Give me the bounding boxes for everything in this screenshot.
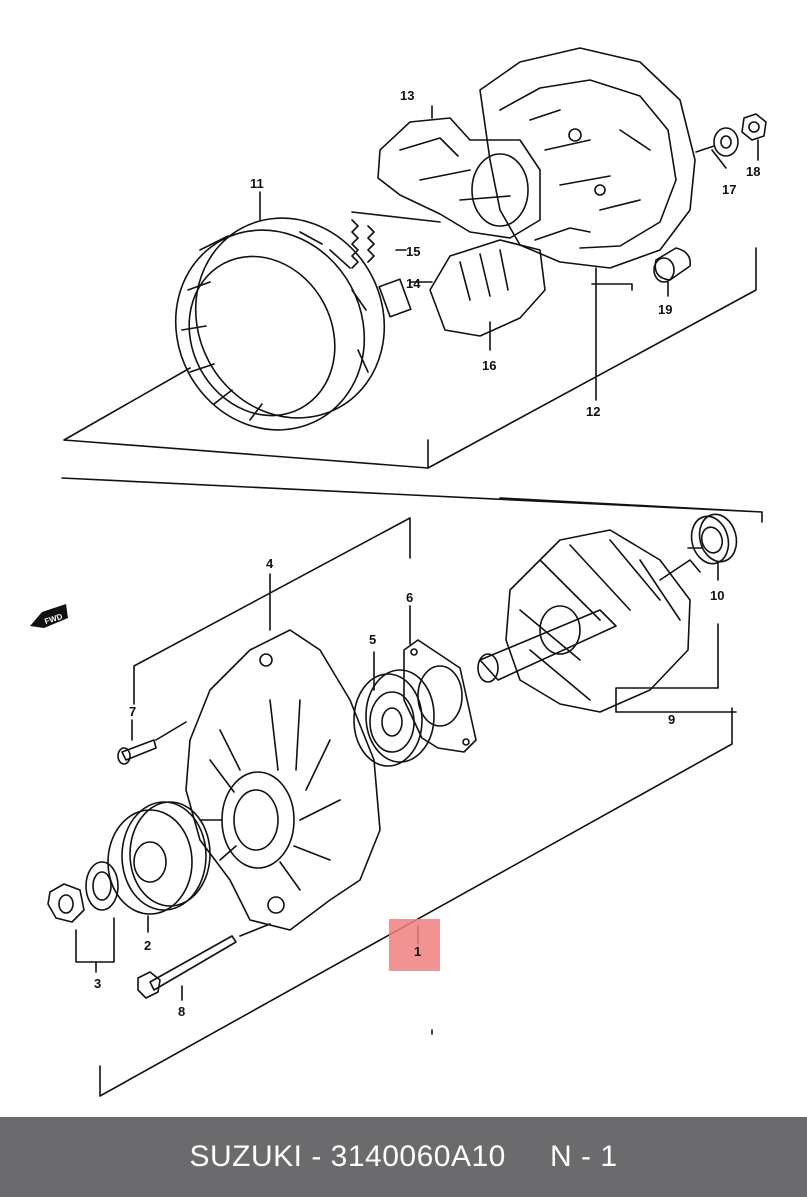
callout-12: 12 — [586, 404, 600, 419]
part-10-bearing — [690, 513, 738, 565]
part-18-nut — [741, 113, 767, 141]
part-2-pulley — [107, 801, 211, 915]
part-13-brush-holder — [377, 117, 541, 239]
callout-5: 5 — [369, 632, 376, 647]
part-17-washer — [695, 127, 739, 157]
callout-7: 7 — [129, 704, 136, 719]
part-4-front-housing — [185, 629, 381, 931]
footer-bar: SUZUKI - 3140060A10 N - 1 — [0, 1117, 807, 1197]
fwd-arrow-icon: FWD — [30, 604, 68, 628]
part-9-rotor — [477, 529, 701, 713]
part-5-bearing — [353, 669, 435, 767]
callout-11: 11 — [250, 176, 264, 191]
callout-6: 6 — [406, 590, 413, 605]
part-12-rear-housing — [479, 47, 696, 269]
callout-16: 16 — [482, 358, 496, 373]
part-15-spring — [351, 219, 375, 269]
part-7-screw — [117, 739, 157, 765]
callout-10: 10 — [710, 588, 724, 603]
callout-1: 1 — [414, 944, 421, 959]
part-6-retainer-plate — [403, 639, 477, 753]
part-19-bushing — [653, 247, 692, 283]
part-14-brush — [378, 278, 412, 318]
callout-8: 8 — [178, 1004, 185, 1019]
part-3-nut-washer — [47, 861, 119, 923]
callout-14: 14 — [406, 276, 421, 291]
part-1-highlight — [389, 919, 440, 971]
part-8-through-bolt — [137, 935, 237, 999]
callout-4: 4 — [266, 556, 274, 571]
callout-17: 17 — [722, 182, 736, 197]
part-number-caption: SUZUKI - 3140060A10 N - 1 — [189, 1140, 618, 1173]
callout-19: 19 — [658, 302, 672, 317]
callout-15: 15 — [406, 244, 420, 259]
alternator-exploded-diagram: FWD 1 2 3 4 5 6 7 8 9 10 11 12 13 14 15 … — [30, 47, 767, 1097]
callout-3: 3 — [94, 976, 101, 991]
callout-18: 18 — [746, 164, 760, 179]
part-16-regulator — [429, 227, 591, 337]
callout-9: 9 — [668, 712, 675, 727]
callout-2: 2 — [144, 938, 151, 953]
callout-13: 13 — [400, 88, 414, 103]
part-11-stator — [174, 217, 386, 431]
